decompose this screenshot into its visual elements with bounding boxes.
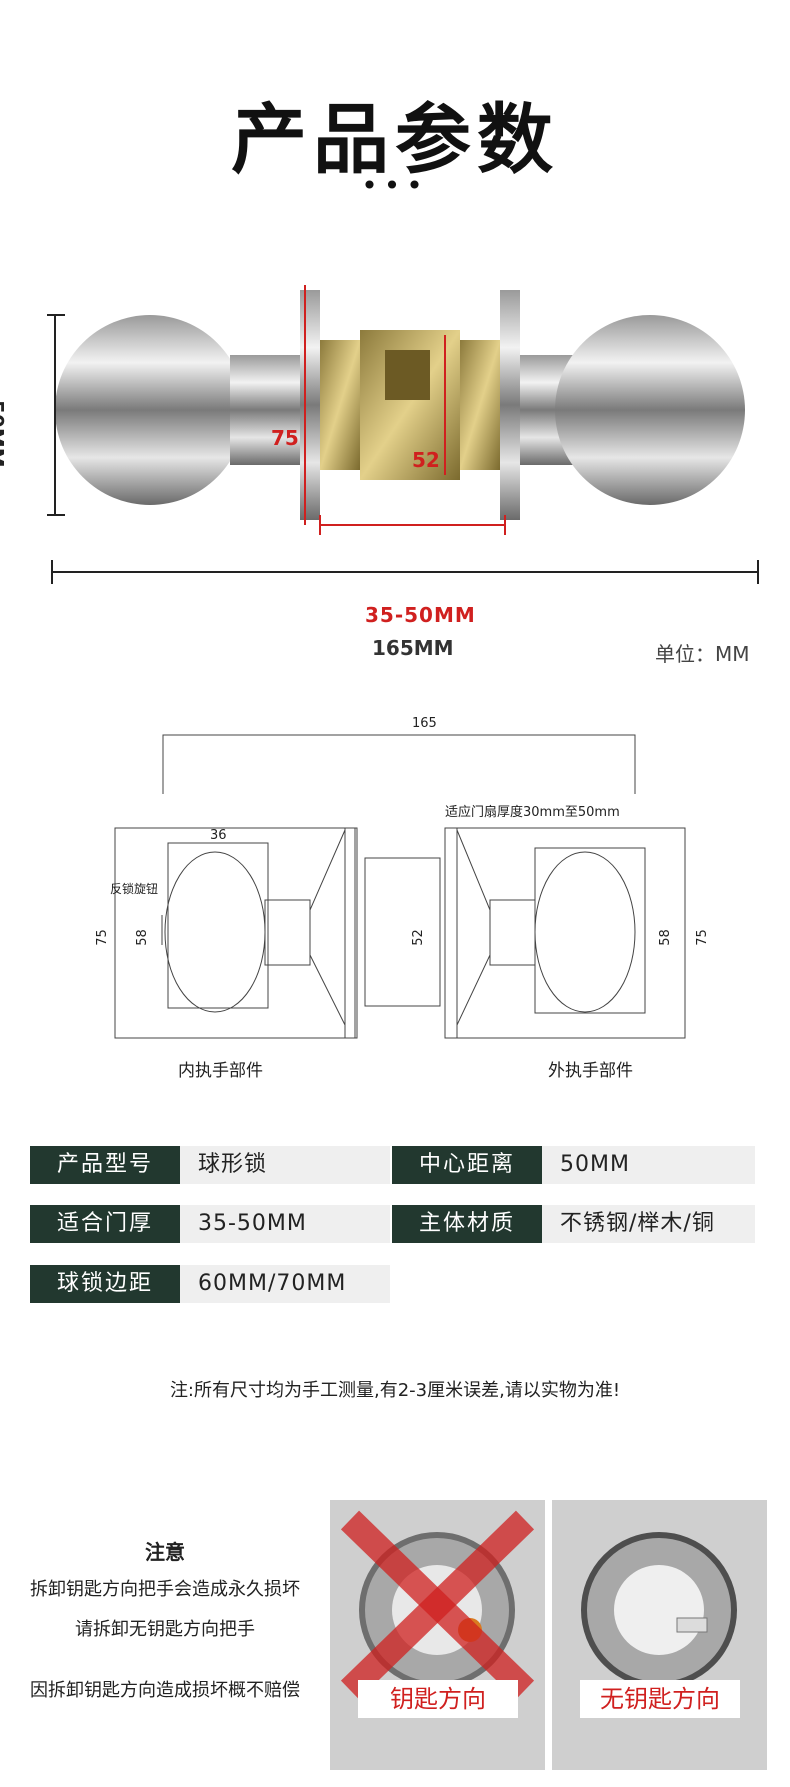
drawing-knob-left: 58 <box>134 929 150 946</box>
right-rose <box>500 290 520 520</box>
notice-title: 注意 <box>145 1540 185 1564</box>
page-title: 产品参数 <box>231 95 559 184</box>
drawing-knob-right: 58 <box>657 929 673 946</box>
left-rose <box>300 290 320 520</box>
notice-line1: 拆卸钥匙方向把手会造成永久损坏 <box>30 1579 300 1600</box>
title-dots: ••• <box>361 169 429 202</box>
keyless-side-illustration <box>581 1532 737 1688</box>
spec-value-backset: 60MM/70MM <box>180 1265 390 1303</box>
spec-label-center: 中心距离 <box>392 1146 542 1184</box>
right-side-photo <box>552 1500 767 1770</box>
key-side-illustration <box>340 1510 535 1700</box>
spec-value-center: 50MM <box>542 1146 755 1184</box>
drawing-knob-width: 36 <box>210 828 227 843</box>
notice-line2: 请拆卸无钥匙方向把手 <box>75 1619 255 1640</box>
technical-drawing <box>0 700 790 1100</box>
drawing-inner-label: 内执手部件 <box>178 1061 263 1081</box>
dim-rose-dia: 75 <box>271 426 299 450</box>
drawing-turn-button: 反锁旋钮 <box>110 882 159 896</box>
right-knob <box>555 315 745 505</box>
spec-label-backset: 球锁边距 <box>30 1265 180 1303</box>
drawing-rose-right: 75 <box>694 929 710 946</box>
product-photo <box>0 260 790 680</box>
spec-value-material: 不锈钢/榉木/铜 <box>542 1205 755 1243</box>
drawing-latch: 52 <box>410 929 426 946</box>
drawing-rose-left: 75 <box>94 929 110 946</box>
drawing-total: 165 <box>412 716 437 731</box>
dim-door-range: 35-50MM <box>365 603 476 627</box>
wrong-side-caption: 钥匙方向 <box>358 1680 518 1718</box>
wrong-side-photo <box>330 1500 545 1770</box>
disclaimer: 注:所有尺寸均为手工测量,有2-3厘米误差,请以实物为准! <box>169 1380 621 1401</box>
dim-total-length: 165MM <box>372 636 454 660</box>
notice-warning: 因拆卸钥匙方向造成损坏概不赔偿 <box>30 1680 300 1701</box>
drawing-lines <box>114 734 686 1039</box>
knob-lock-illustration <box>47 285 759 584</box>
dim-latch-dia: 52 <box>412 448 440 472</box>
spec-value-door: 35-50MM <box>180 1205 390 1243</box>
left-knob <box>55 315 245 505</box>
unit-label: 单位：MM <box>655 642 750 666</box>
right-side-caption: 无钥匙方向 <box>580 1680 740 1718</box>
spec-label-door: 适合门厚 <box>30 1205 180 1243</box>
spec-label-material: 主体材质 <box>392 1205 542 1243</box>
spec-label-model: 产品型号 <box>30 1146 180 1184</box>
spec-value-model: 球形锁 <box>180 1146 390 1184</box>
drawing-door-note: 适应门扇厚度30mm至50mm <box>445 805 620 820</box>
drawing-outer-label: 外执手部件 <box>548 1061 633 1081</box>
dim-height-left: 50MM <box>0 400 8 468</box>
